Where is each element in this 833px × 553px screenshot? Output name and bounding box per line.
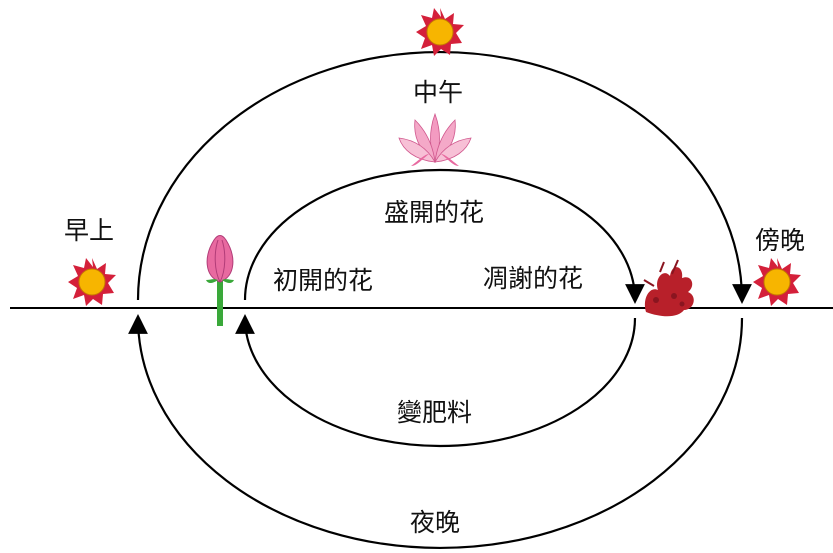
label-morning: 早上 — [64, 216, 115, 245]
label-withered: 凋謝的花 — [483, 264, 584, 293]
sun-icon — [753, 258, 801, 306]
label-night: 夜晚 — [410, 508, 461, 537]
outer-day-arc — [136, 50, 752, 304]
inner-bottom-arc — [235, 314, 637, 448]
label-fertilizer: 變肥料 — [397, 398, 473, 427]
outer-night-arc — [128, 314, 744, 550]
inner-top-arc — [243, 168, 645, 304]
sun-icon — [68, 258, 116, 306]
lotus-bud-icon — [206, 235, 234, 326]
label-early-bloom: 初開的花 — [273, 266, 374, 295]
label-full-bloom: 盛開的花 — [384, 198, 485, 227]
label-evening: 傍晚 — [755, 226, 806, 255]
sun-icon — [416, 8, 464, 56]
withered-flower-icon — [643, 259, 694, 317]
label-noon: 中午 — [413, 78, 464, 107]
lotus-bloom-icon — [398, 112, 472, 166]
